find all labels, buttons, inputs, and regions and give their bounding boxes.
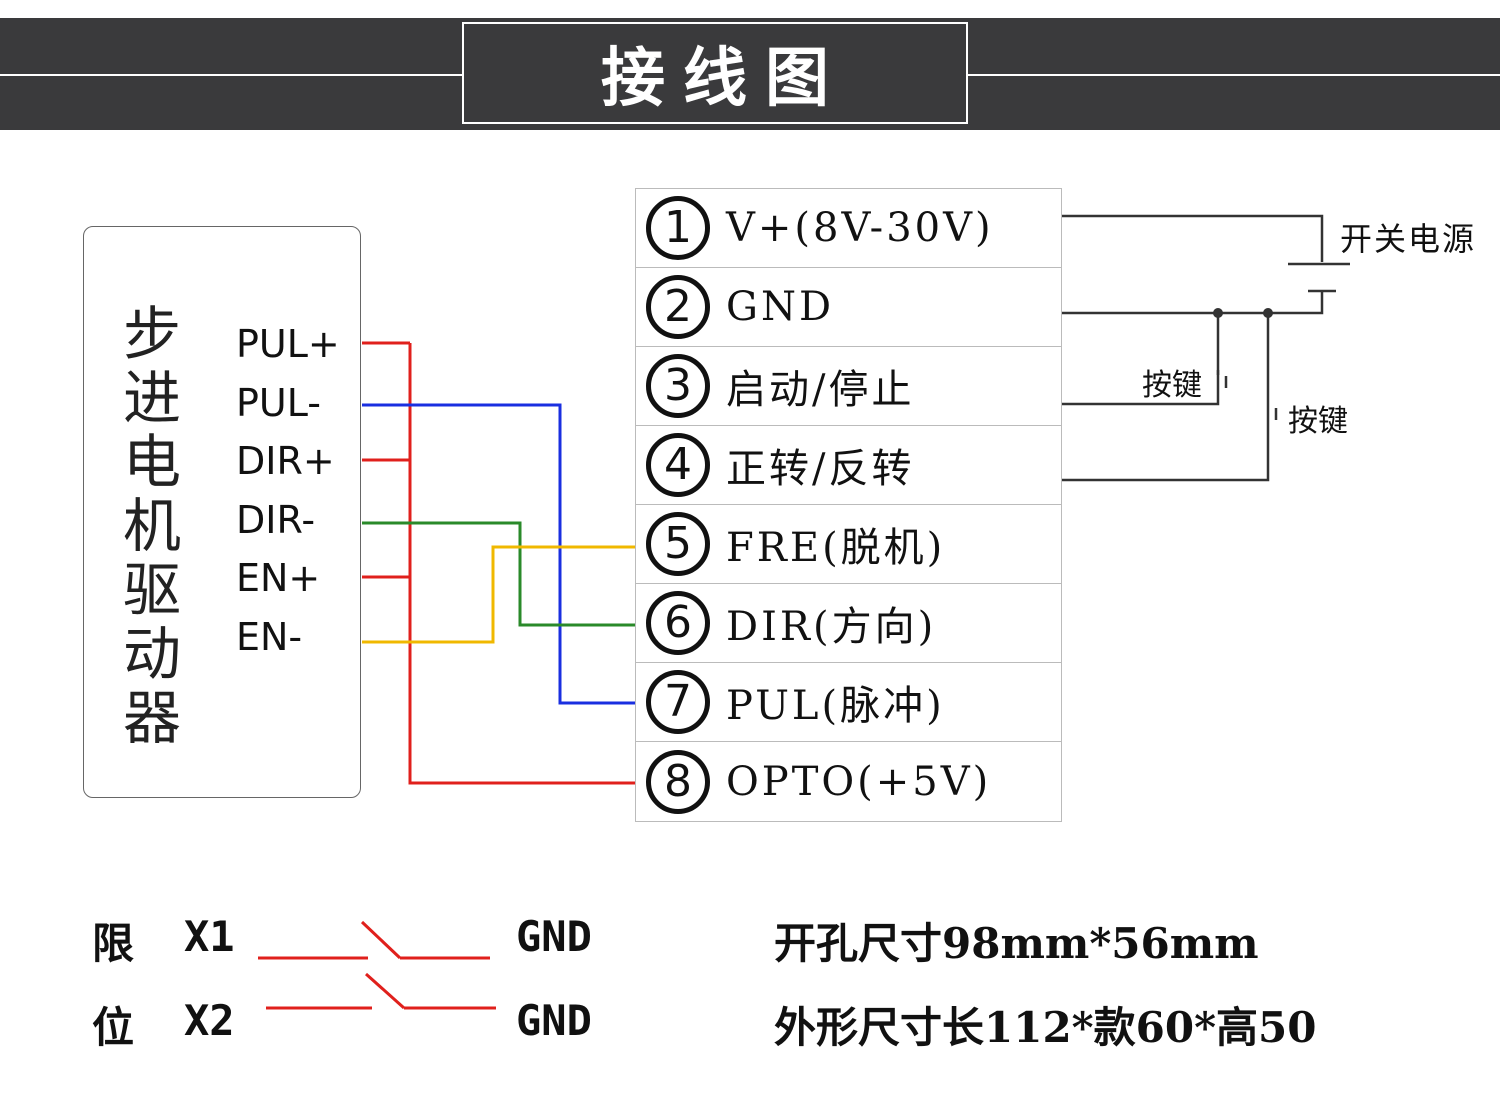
banner-rule-right (968, 74, 1500, 76)
terminal-number-badge: 5 (642, 508, 714, 580)
terminal-label: GND (726, 284, 835, 330)
header-banner: 接线图 (0, 18, 1500, 130)
limit-char-1: 限 (92, 919, 135, 968)
banner-title-box: 接线图 (462, 22, 968, 124)
key-label-direction: 按键 (1288, 404, 1348, 439)
pin-label-en-plus: EN+ (236, 556, 321, 600)
limit-switch-lines (258, 920, 496, 1010)
banner-rule-left (0, 74, 462, 76)
page-title: 接线图 (601, 42, 847, 116)
power-supply-label: 开关电源 (1340, 220, 1477, 258)
gnd-wire (1062, 291, 1324, 315)
gnd-junction-2 (1263, 308, 1273, 318)
terminal-number-badge: 6 (642, 587, 714, 659)
terminal-number-badge: 3 (642, 350, 714, 422)
terminal-row: 5 FRE(脱机) (636, 505, 1061, 584)
x1-switch-blade (360, 920, 402, 960)
terminal-number-badge: 1 (642, 192, 714, 264)
pin-label-dir-minus: DIR- (236, 498, 316, 542)
green-wire-dir-minus (362, 521, 635, 627)
terminal-row: 8 OPTO(+5V) (636, 742, 1061, 821)
yellow-wire-en-minus (362, 545, 635, 644)
spec-outline-size: 外形尺寸长112*款60*高50 (774, 1003, 1317, 1052)
blue-wire-pul-minus (362, 403, 635, 705)
red-wire-group (362, 341, 635, 785)
limit-gnd1-label: GND (516, 912, 592, 961)
limit-x1-label: X1 (184, 912, 235, 961)
terminal-label: V+(8V-30V) (726, 205, 994, 251)
gnd-junction-1 (1213, 308, 1223, 318)
terminal-row: 4 正转/反转 (636, 426, 1061, 505)
limit-char-2: 位 (92, 1003, 135, 1052)
driver-box (83, 226, 361, 798)
terminal-row: 2 GND (636, 268, 1061, 347)
pin-label-pul-minus: PUL- (236, 381, 321, 425)
pin-label-dir-plus: DIR+ (236, 439, 335, 483)
key-label-start-stop: 按键 (1142, 368, 1202, 403)
v-plus-wire (1062, 214, 1324, 262)
limit-gnd2-label: GND (516, 996, 592, 1045)
pin-label-pul-plus: PUL+ (236, 322, 340, 366)
terminal-label: 正转/反转 (726, 446, 915, 492)
terminal-label: OPTO(+5V) (726, 758, 992, 805)
pin-label-en-minus: EN- (236, 615, 303, 659)
limit-x2-label: X2 (184, 996, 235, 1045)
terminal-row: 3 启动/停止 (636, 347, 1061, 426)
terminal-number-badge: 7 (642, 666, 714, 738)
driver-name: 步进电机驱动器 (122, 300, 181, 752)
spec-hole-size: 开孔尺寸98mm*56mm (774, 919, 1259, 968)
x2-switch-blade (364, 972, 406, 1010)
terminal-row: 6 DIR(方向) (636, 584, 1061, 663)
direction-wire (1062, 428, 1270, 482)
terminal-number-badge: 8 (642, 746, 714, 818)
terminal-number-badge: 2 (642, 271, 714, 343)
control-wiring (1062, 214, 1350, 482)
terminal-row: 1 V+(8V-30V) (636, 189, 1061, 268)
red-wire-bus (408, 343, 635, 785)
terminal-block: 1 V+(8V-30V) 2 GND 3 启动/停止 4 正转/反转 5 FRE… (635, 188, 1062, 822)
terminal-label: DIR(方向) (726, 604, 937, 650)
terminal-label: FRE(脱机) (726, 525, 946, 571)
terminal-row: 7 PUL(脉冲) (636, 663, 1061, 742)
terminal-label: 启动/停止 (726, 367, 915, 413)
terminal-label: PUL(脉冲) (726, 683, 945, 729)
terminal-number-badge: 4 (642, 429, 714, 501)
